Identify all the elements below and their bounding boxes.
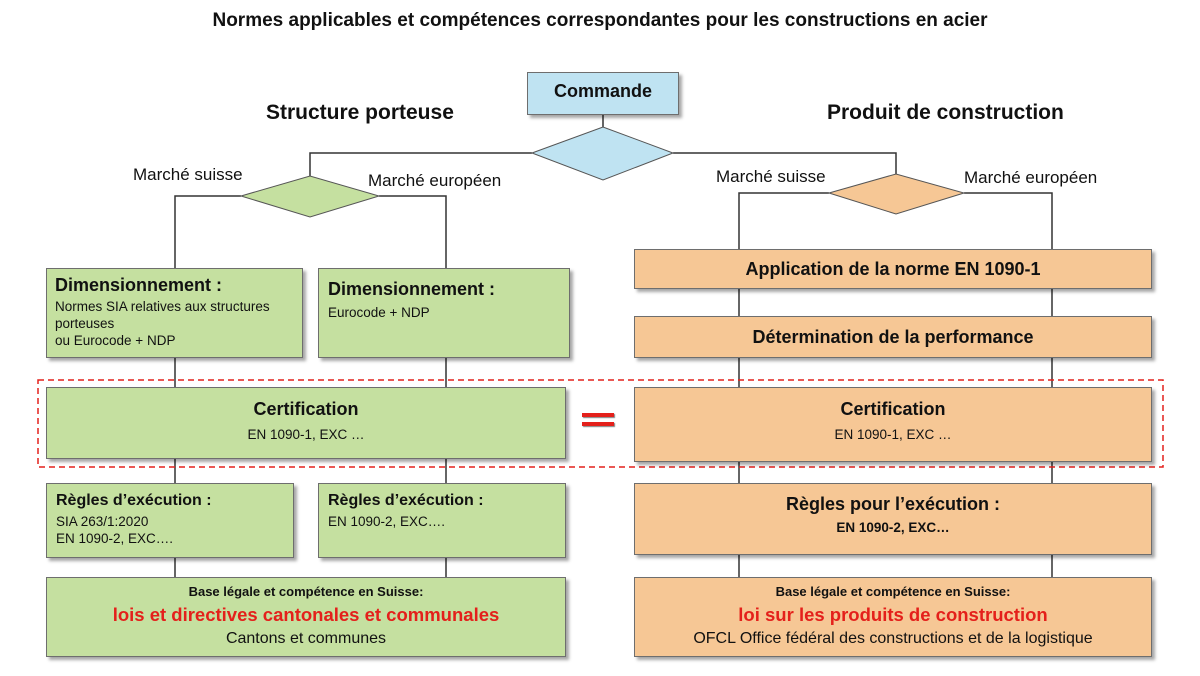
dashed-certification-frame xyxy=(37,379,1164,468)
dimensioning-swiss-box: Dimensionnement : Normes SIA relatives a… xyxy=(46,268,303,358)
dimensioning-eu-title: Dimensionnement : xyxy=(328,279,496,299)
command-label: Commande xyxy=(553,81,652,101)
legal-basis-product-box: Base légale et compétence en Suisse: loi… xyxy=(634,577,1152,657)
certification-product-text: EN 1090-1, EXC … xyxy=(834,427,952,442)
right-swiss-market-label: Marché suisse xyxy=(716,167,826,186)
right-european-market-label: Marché européen xyxy=(964,168,1098,187)
application-norm-label: Application de la norme EN 1090-1 xyxy=(745,259,1041,279)
certification-product-title: Certification xyxy=(840,399,946,419)
rules-product-text: EN 1090-2, EXC… xyxy=(836,520,950,535)
rules-swiss-title: Règles d’exécution : xyxy=(56,492,212,509)
dimensioning-swiss-title: Dimensionnement : xyxy=(55,275,223,295)
decision-diamond-product xyxy=(827,173,966,215)
dimensioning-eu-box: Dimensionnement : Eurocode + NDP xyxy=(318,268,570,358)
heading-product: Produit de construction xyxy=(827,101,1064,124)
rules-product-box: Règles pour l’exécution : EN 1090-2, EXC… xyxy=(634,483,1152,555)
legal-basis-structure-box: Base légale et compétence en Suisse: loi… xyxy=(46,577,566,657)
command-box: Commande xyxy=(527,72,679,115)
rules-swiss-line: SIA 263/1:2020 xyxy=(56,514,149,529)
page-title: Normes applicables et compétences corres… xyxy=(212,10,988,31)
rules-eu-line: EN 1090-2, EXC…. xyxy=(328,514,446,529)
legal-basis-structure-highlight: lois et directives cantonales et communa… xyxy=(112,604,500,625)
certification-product-box: Certification EN 1090-1, EXC … xyxy=(634,387,1152,462)
application-norm-box: Application de la norme EN 1090-1 xyxy=(634,249,1152,289)
legal-basis-structure-title: Base légale et compétence en Suisse: xyxy=(188,584,424,599)
certification-structure-title: Certification xyxy=(253,399,359,419)
decision-diamond-main xyxy=(530,126,675,181)
certification-structure-text: EN 1090-1, EXC … xyxy=(247,427,365,442)
legal-basis-product-title: Base légale et compétence en Suisse: xyxy=(775,584,1011,599)
performance-label: Détermination de la performance xyxy=(752,327,1034,347)
left-european-market-label: Marché européen xyxy=(368,171,502,190)
rules-eu-box: Règles d’exécution : EN 1090-2, EXC…. xyxy=(318,483,566,558)
rules-swiss-box: Règles d’exécution : SIA 263/1:2020 EN 1… xyxy=(46,483,294,558)
certification-structure-box: Certification EN 1090-1, EXC … xyxy=(46,387,566,459)
left-swiss-market-label: Marché suisse xyxy=(133,165,243,184)
equals-icon xyxy=(582,413,614,427)
decision-diamond-structure xyxy=(239,175,381,218)
dimensioning-swiss-line: ou Eurocode + NDP xyxy=(55,333,176,348)
dimensioning-eu-line: Eurocode + NDP xyxy=(328,305,430,320)
legal-basis-product-highlight: loi sur les produits de construction xyxy=(738,604,1048,625)
rules-swiss-line: EN 1090-2, EXC…. xyxy=(56,531,174,546)
dimensioning-swiss-line: porteuses xyxy=(55,316,115,331)
rules-eu-title: Règles d’exécution : xyxy=(328,492,484,509)
legal-basis-product-authority: OFCL Office fédéral des constructions et… xyxy=(693,630,1093,647)
heading-structure: Structure porteuse xyxy=(266,101,454,124)
performance-box: Détermination de la performance xyxy=(634,316,1152,358)
dimensioning-swiss-line: Normes SIA relatives aux structures xyxy=(55,299,270,314)
rules-product-title: Règles pour l’exécution : xyxy=(785,494,1001,514)
legal-basis-structure-authority: Cantons et communes xyxy=(225,630,387,647)
